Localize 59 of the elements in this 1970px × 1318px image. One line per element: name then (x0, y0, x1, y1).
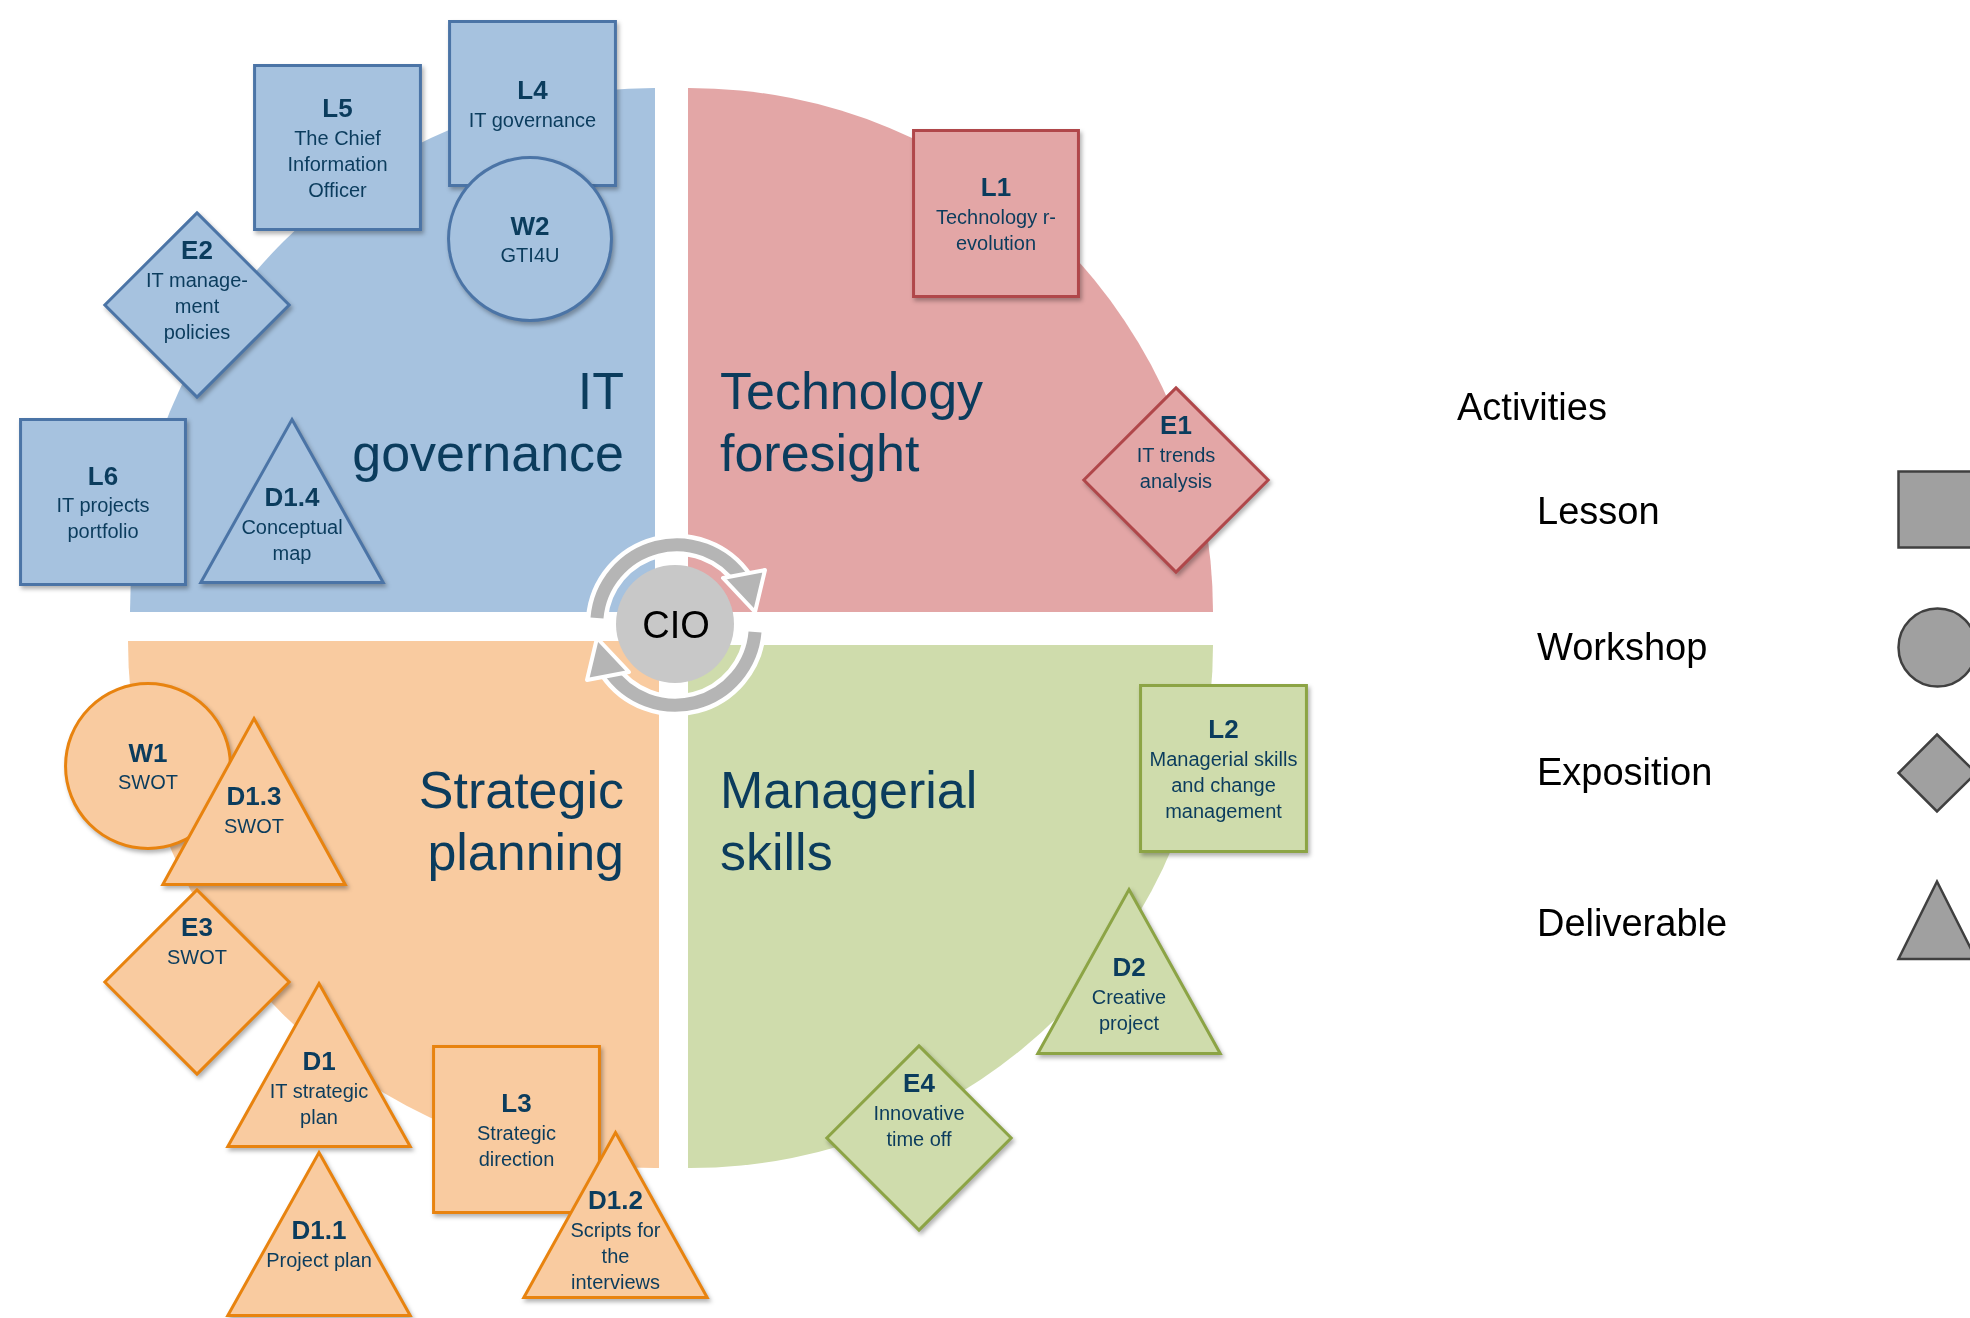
activity-title: IT governance (468, 107, 597, 133)
workshop-circle (446, 155, 614, 323)
lesson-box (447, 19, 618, 188)
deliverable-triangle (225, 981, 413, 1149)
activity-code: E4 (903, 1067, 935, 1100)
lesson-box (911, 128, 1081, 299)
activity-title: IT manage- ment policies (145, 267, 249, 345)
quadrant-title: Technology foresight (720, 361, 985, 485)
activity-title: Technology r- evolution (934, 204, 1058, 256)
activity-title: SWOT (224, 813, 284, 839)
exposition-diamond (102, 210, 292, 400)
activity-code: D1.4 (264, 481, 320, 514)
quadrant-title: Managerial skills (720, 760, 979, 884)
activity-code: W1 (128, 736, 168, 770)
activity-code: L4 (517, 74, 548, 107)
activity-code: D1.1 (291, 1214, 347, 1247)
activity-title: Conceptual map (240, 514, 344, 566)
lesson-box (252, 63, 423, 232)
exposition-diamond (824, 1043, 1014, 1233)
activity-code: L2 (1208, 713, 1239, 746)
activity-title: Scripts for the interviews (569, 1217, 662, 1295)
lesson-box (1138, 683, 1309, 854)
activity-title: Project plan (266, 1247, 372, 1273)
activity-title: The Chief Information Officer (286, 125, 389, 203)
center-label: CIO (642, 602, 710, 648)
activity-title: Strategic direction (476, 1120, 557, 1172)
activity-title: GTI4U (500, 243, 560, 269)
activity-code: E1 (1160, 409, 1192, 442)
activity-code: L1 (980, 171, 1012, 204)
activity-code: L5 (322, 92, 353, 125)
activity-title: IT trends analysis (1135, 442, 1217, 494)
legend-label: Exposition (1537, 753, 1713, 791)
activity-title: Innovative time off (872, 1100, 966, 1152)
legend-label: Lesson (1537, 492, 1660, 530)
legend-label: Workshop (1537, 628, 1708, 666)
legend-label: Deliverable (1537, 904, 1728, 942)
activity-title: Managerial skills and change management (1148, 746, 1299, 824)
activity-code: D1.2 (588, 1184, 643, 1217)
quadrant-title: Strategic planning (417, 760, 624, 884)
lesson-box (18, 417, 188, 587)
activity-code: E2 (181, 234, 213, 267)
activity-code: W2 (510, 209, 550, 243)
activity-title: IT projects portfolio (55, 493, 151, 545)
deliverable-triangle (1035, 887, 1223, 1056)
exposition-diamond (102, 887, 292, 1077)
deliverable-triangle (225, 1150, 413, 1318)
activity-title: IT strategic plan (268, 1078, 370, 1130)
exposition-diamond (1081, 385, 1271, 575)
legend-title: Activities (1457, 388, 1607, 426)
activity-title: SWOT (118, 770, 178, 796)
activity-code: D1.3 (226, 780, 282, 813)
activity-code: D2 (1112, 951, 1146, 984)
activity-code: D1 (302, 1045, 336, 1078)
activity-code: L3 (501, 1087, 532, 1120)
activity-code: E3 (181, 911, 213, 944)
quadrant-title: IT governance (351, 361, 624, 485)
activity-title: SWOT (167, 944, 227, 970)
activity-title: Creative project (1090, 984, 1168, 1036)
activity-code: L6 (87, 459, 119, 493)
